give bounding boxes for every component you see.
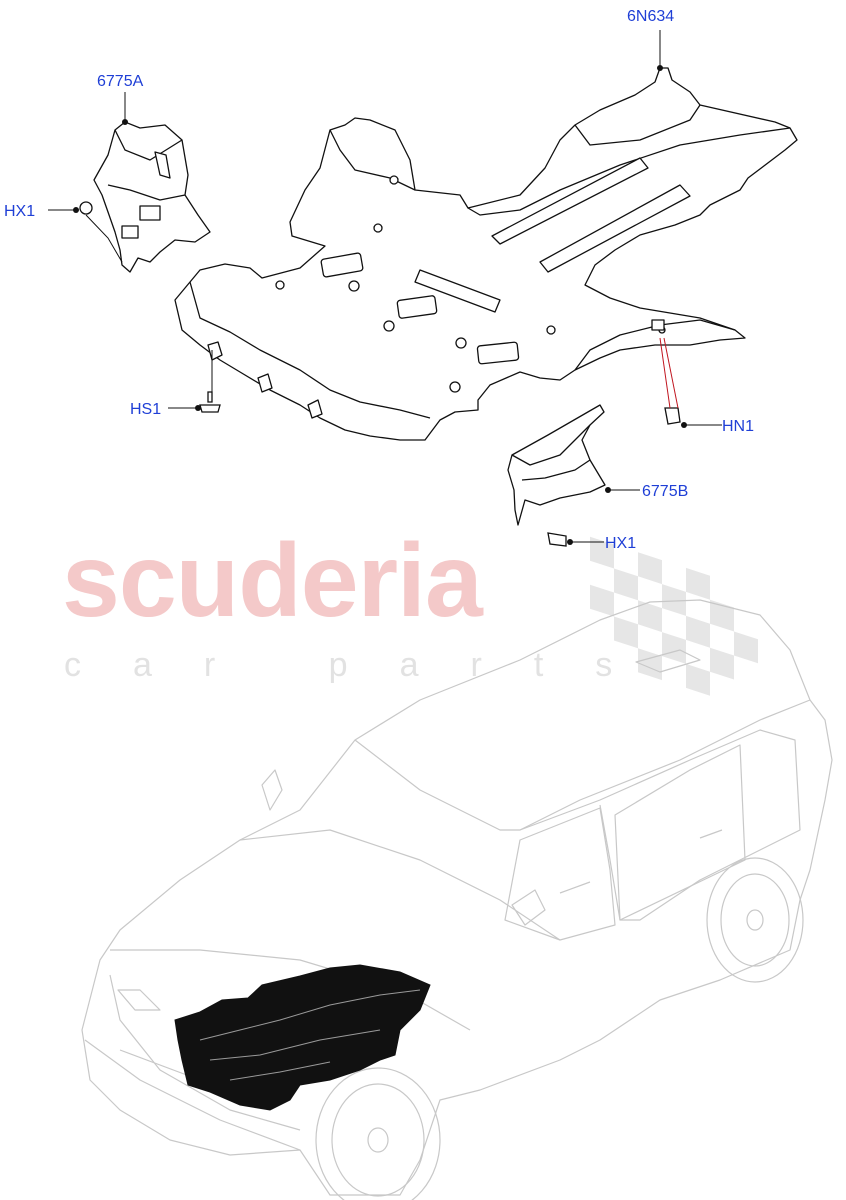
callout-hx1-left: HX1 (4, 203, 36, 220)
callout-6775b: 6775B (642, 483, 689, 500)
checkered-flag-watermark (590, 536, 758, 696)
callout-6n634: 6N634 (627, 8, 675, 25)
callout-hn1: HN1 (722, 418, 755, 435)
red-leader-lines (659, 337, 679, 409)
watermark-tagline: car parts (64, 646, 665, 684)
callout-hs1: HS1 (130, 401, 162, 418)
highlight-details (199, 989, 421, 1081)
leader-lines (48, 30, 722, 543)
main-undertray-6n634 (174, 67, 798, 441)
highlighted-undertray-location (174, 964, 431, 1111)
callout-6775a: 6775A (97, 73, 144, 90)
vehicle-outline (81, 599, 833, 1200)
leader-dots (73, 65, 687, 545)
watermark-brand: scuderia (62, 523, 483, 639)
fasteners (79, 201, 681, 547)
side-shield-6775b (507, 404, 606, 526)
callout-hx1-right: HX1 (605, 535, 637, 552)
side-shield-6775a (93, 121, 211, 273)
